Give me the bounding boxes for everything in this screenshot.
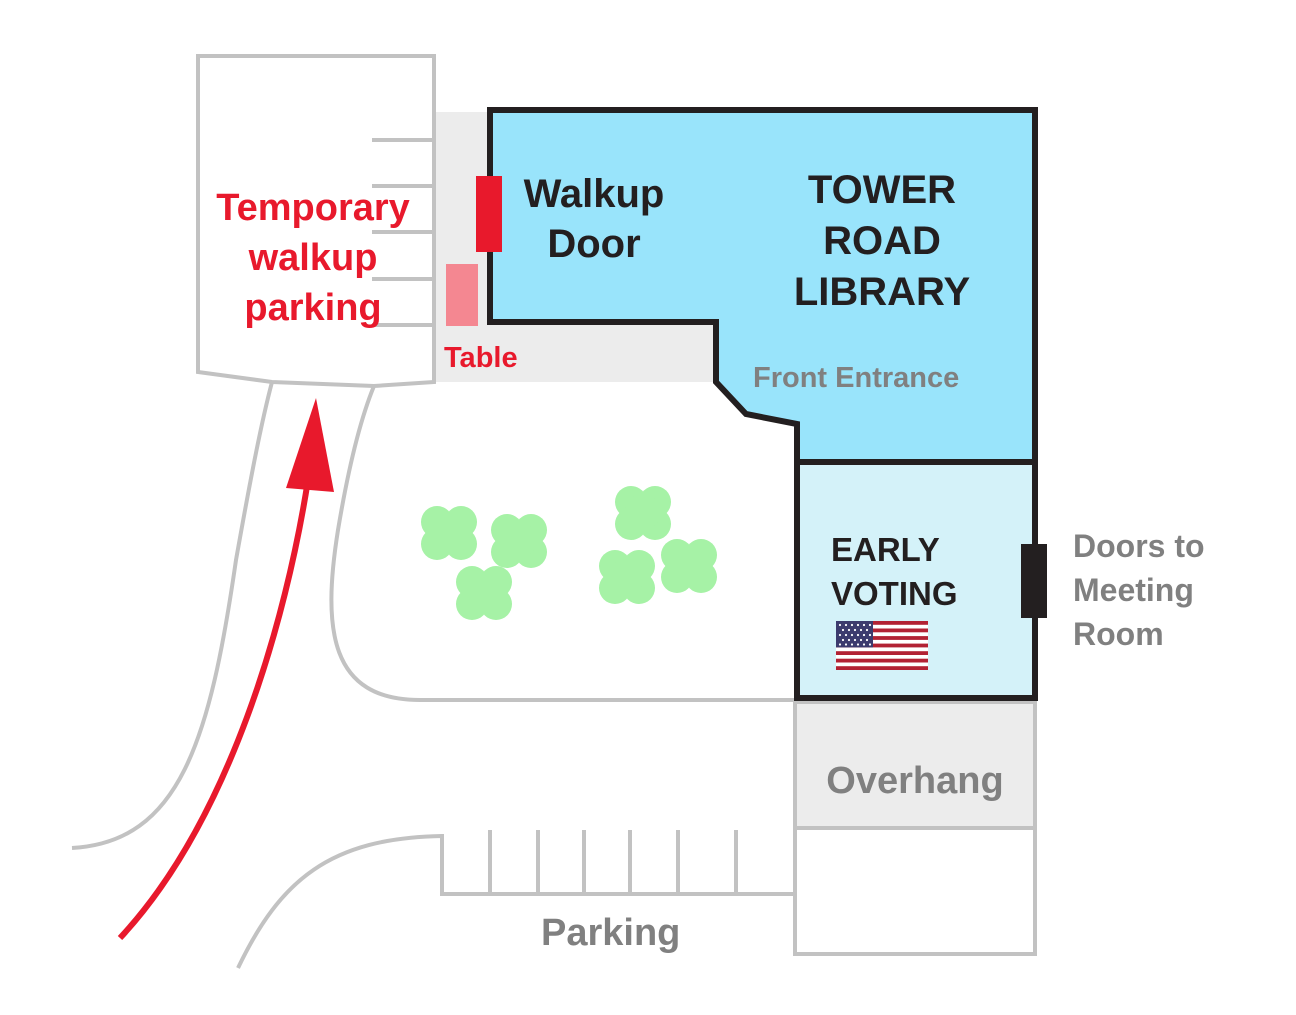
early-voting-label-line2: VOTING <box>831 575 958 612</box>
parking-label: Parking <box>541 912 681 954</box>
meeting-room-doors-label-line2: Meeting <box>1073 572 1194 608</box>
walkup-door <box>476 176 502 252</box>
walkup-door-label-line1: Walkup <box>523 172 665 216</box>
table-label: Table <box>444 342 518 374</box>
road-edge-right <box>329 385 795 702</box>
early-voting-label-line1: EARLY <box>831 531 940 568</box>
road-edge-left <box>71 381 274 850</box>
temporary-parking-label-line2: walkup <box>248 237 378 279</box>
front-entrance-label: Front Entrance <box>753 362 960 394</box>
meeting-room-doors-label-line1: Doors to <box>1073 528 1205 564</box>
bottom-parking-lot <box>236 833 795 969</box>
meeting-room-door <box>1021 544 1047 618</box>
meeting-room-doors-label-line3: Room <box>1073 616 1164 652</box>
us-flag-icon <box>836 621 928 670</box>
arrow-up-icon <box>117 398 334 941</box>
table <box>446 264 478 326</box>
library-label-line3: LIBRARY <box>793 270 971 314</box>
library-label-line2: ROAD <box>823 219 941 263</box>
temporary-parking-label: Temporary walkup parking <box>205 189 421 339</box>
overhang-area <box>793 700 1037 830</box>
walkup-door-label-line2: Door <box>547 222 641 266</box>
tree-icon <box>421 486 717 620</box>
temporary-parking-label-line3: parking <box>244 287 382 329</box>
library-label-line1: TOWER <box>807 168 957 212</box>
lower-building <box>793 826 1037 956</box>
parking-stall-lines <box>372 138 434 327</box>
meeting-room-doors-label: Doors to Meeting Room <box>1073 530 1205 662</box>
library-label: TOWER ROAD LIBRARY <box>772 170 992 323</box>
temporary-parking-label-line1: Temporary <box>216 187 410 229</box>
overhang-label: Overhang <box>826 760 1004 802</box>
library-building <box>487 107 1038 465</box>
walkup-door-label: Walkup Door <box>514 174 674 274</box>
early-voting-label: EARLY VOTING <box>831 533 958 621</box>
walkway-front <box>434 322 716 382</box>
bottom-parking-stalls <box>488 830 738 894</box>
